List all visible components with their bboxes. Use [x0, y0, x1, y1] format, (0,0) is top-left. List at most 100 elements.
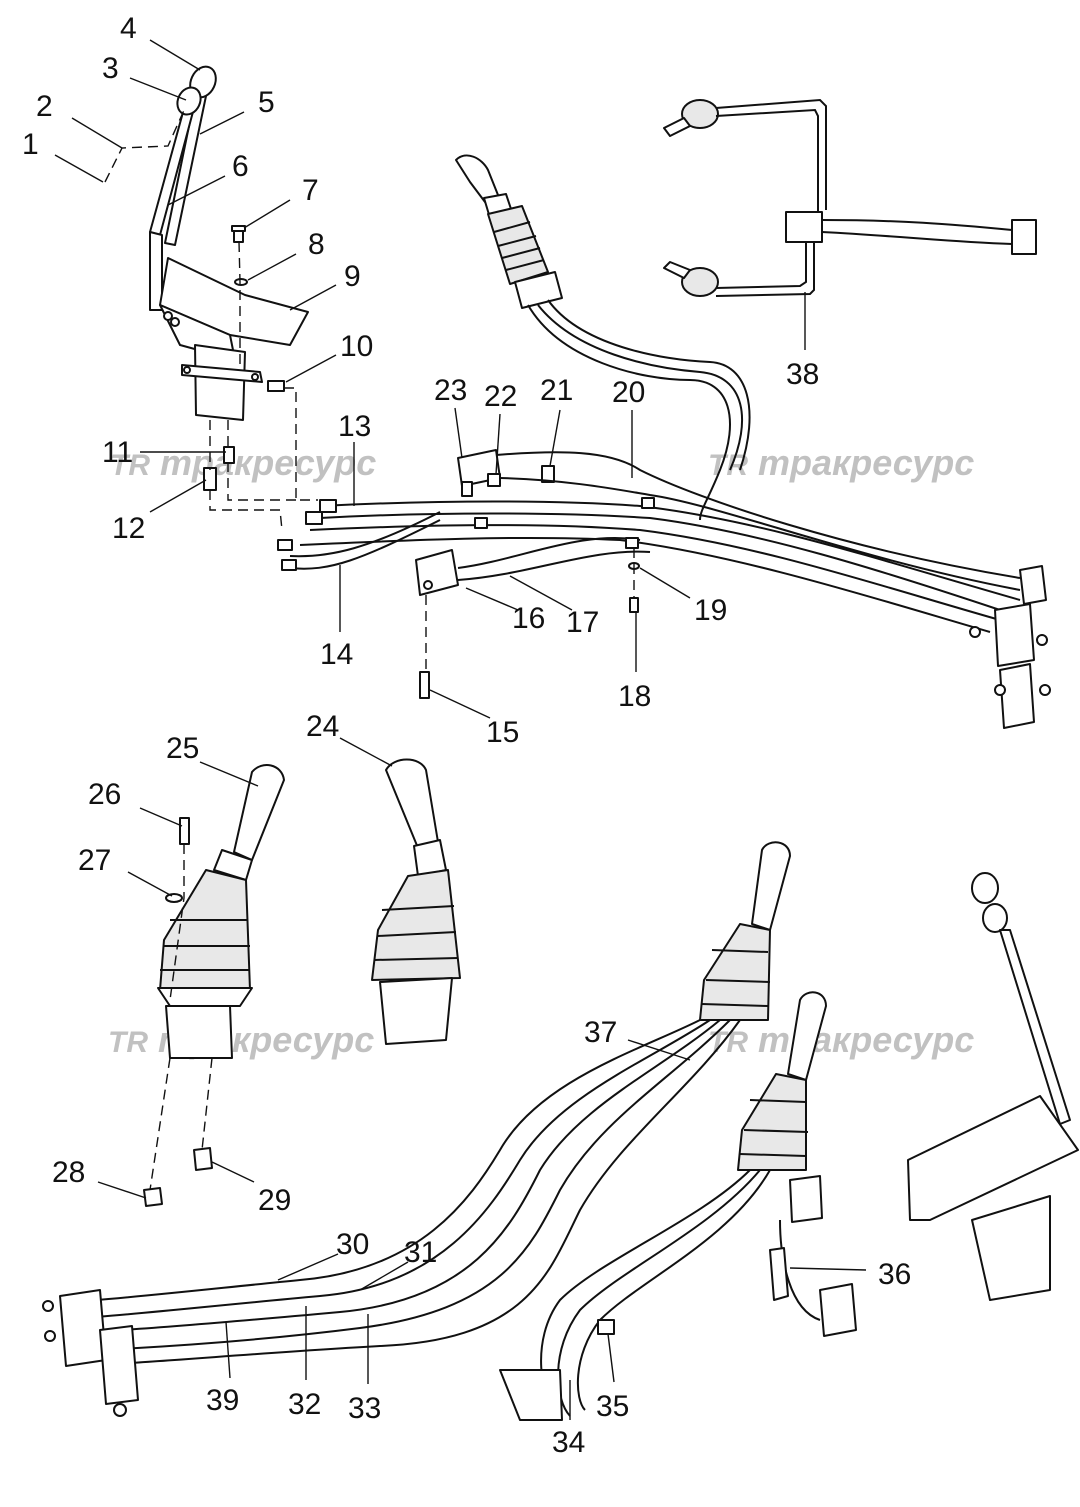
callout-36: 36 [878, 1258, 911, 1291]
mini-hose [715, 236, 815, 297]
clip [641, 497, 655, 509]
joystick-mini-bottom [681, 267, 719, 297]
boot-ribs-b [739, 1099, 809, 1157]
mini-hose [715, 98, 827, 210]
hose-fitting [305, 511, 323, 525]
hose-fitting [319, 499, 337, 513]
fitting-22 [487, 473, 501, 487]
fitting-12 [203, 467, 217, 491]
fitting-11 [223, 446, 235, 464]
callout-23: 23 [434, 374, 467, 407]
fitting-28 [143, 1187, 163, 1207]
callout-13: 13 [338, 410, 371, 443]
clip [474, 517, 488, 529]
mini-block [1011, 219, 1037, 255]
leader-36 [789, 1267, 867, 1271]
callout-21: 21 [540, 374, 573, 407]
callout-37: 37 [584, 1016, 617, 1049]
leader-1 [54, 154, 104, 183]
assembly-line [104, 107, 186, 183]
valve-block-left [59, 1289, 107, 1367]
callout-18: 18 [618, 680, 651, 713]
cover-bolt [163, 311, 173, 321]
joystick-25 [143, 764, 285, 1207]
hose-main [495, 451, 1021, 579]
callout-15: 15 [486, 716, 519, 749]
bolt-7-head [231, 225, 246, 232]
callout-2: 2 [36, 90, 53, 123]
washer-8 [234, 278, 248, 286]
hose-20b [537, 304, 744, 471]
leader-27 [127, 871, 173, 897]
callout-30: 30 [336, 1228, 369, 1261]
schematic-38 [663, 98, 1037, 350]
bolt-15 [419, 671, 430, 699]
port [113, 1403, 127, 1417]
mini-hose [715, 236, 807, 289]
callout-10: 10 [340, 330, 373, 363]
mini-hose [715, 108, 819, 214]
callout-5: 5 [258, 86, 275, 119]
hose-31 [79, 1019, 711, 1319]
assembly-line [149, 1057, 171, 1191]
callout-1: 1 [22, 128, 39, 161]
callout-22: 22 [484, 380, 517, 413]
leader-19 [639, 567, 691, 599]
assembly-line [284, 387, 318, 501]
lever-body [194, 344, 246, 421]
hose-34c [576, 1169, 771, 1411]
port [42, 1300, 54, 1312]
mini-valve [785, 211, 823, 243]
callout-29: 29 [258, 1184, 291, 1217]
leader-30 [277, 1253, 339, 1281]
clip [625, 537, 639, 549]
callout-26: 26 [88, 778, 121, 811]
boot-ribs-25 [160, 919, 250, 971]
callout-38: 38 [786, 358, 819, 391]
leader-12 [149, 479, 207, 513]
callout-34: 34 [552, 1426, 585, 1459]
watermark-4: TR тракресурс [708, 1019, 974, 1060]
boot-ribs [493, 221, 545, 271]
base-24 [379, 977, 453, 1045]
mini-grip-top [663, 117, 691, 137]
leader-5 [199, 111, 245, 135]
callout-17: 17 [566, 606, 599, 639]
hose-main [299, 536, 991, 633]
hose-20 [527, 304, 731, 521]
hose-20c [547, 299, 751, 471]
callout-4: 4 [120, 12, 137, 45]
base-25 [165, 1005, 233, 1059]
boot-a [699, 923, 771, 1021]
joystick-boot [487, 205, 549, 285]
assembly-line [201, 1057, 213, 1151]
leader-6 [167, 175, 226, 206]
callout-20: 20 [612, 376, 645, 409]
callout-8: 8 [308, 228, 325, 261]
lever-assembly [104, 65, 318, 531]
lever-rod-right [999, 929, 1071, 1125]
callout-33: 33 [348, 1392, 381, 1425]
block-b [789, 1175, 823, 1223]
port [44, 1330, 56, 1342]
hose-main [309, 524, 1001, 621]
callout-19: 19 [694, 594, 727, 627]
mini-hose [821, 231, 1013, 245]
joystick-24 [371, 758, 461, 1045]
boot-b [737, 1073, 807, 1171]
watermark-logo: TR [108, 1026, 148, 1059]
callout-27: 27 [78, 844, 111, 877]
block-port [423, 580, 433, 590]
assembly-line [227, 462, 300, 501]
clip-35 [597, 1319, 615, 1335]
mini-grip-bottom [663, 261, 691, 279]
hose-34 [540, 1169, 751, 1421]
boot-ribs-a [701, 949, 771, 1007]
callout-31: 31 [404, 1236, 437, 1269]
leader-4 [149, 39, 201, 71]
leader-26 [139, 807, 183, 827]
watermark-logo: TR [110, 449, 150, 482]
mini-hose [821, 219, 1013, 231]
cover-bolt [170, 317, 180, 327]
